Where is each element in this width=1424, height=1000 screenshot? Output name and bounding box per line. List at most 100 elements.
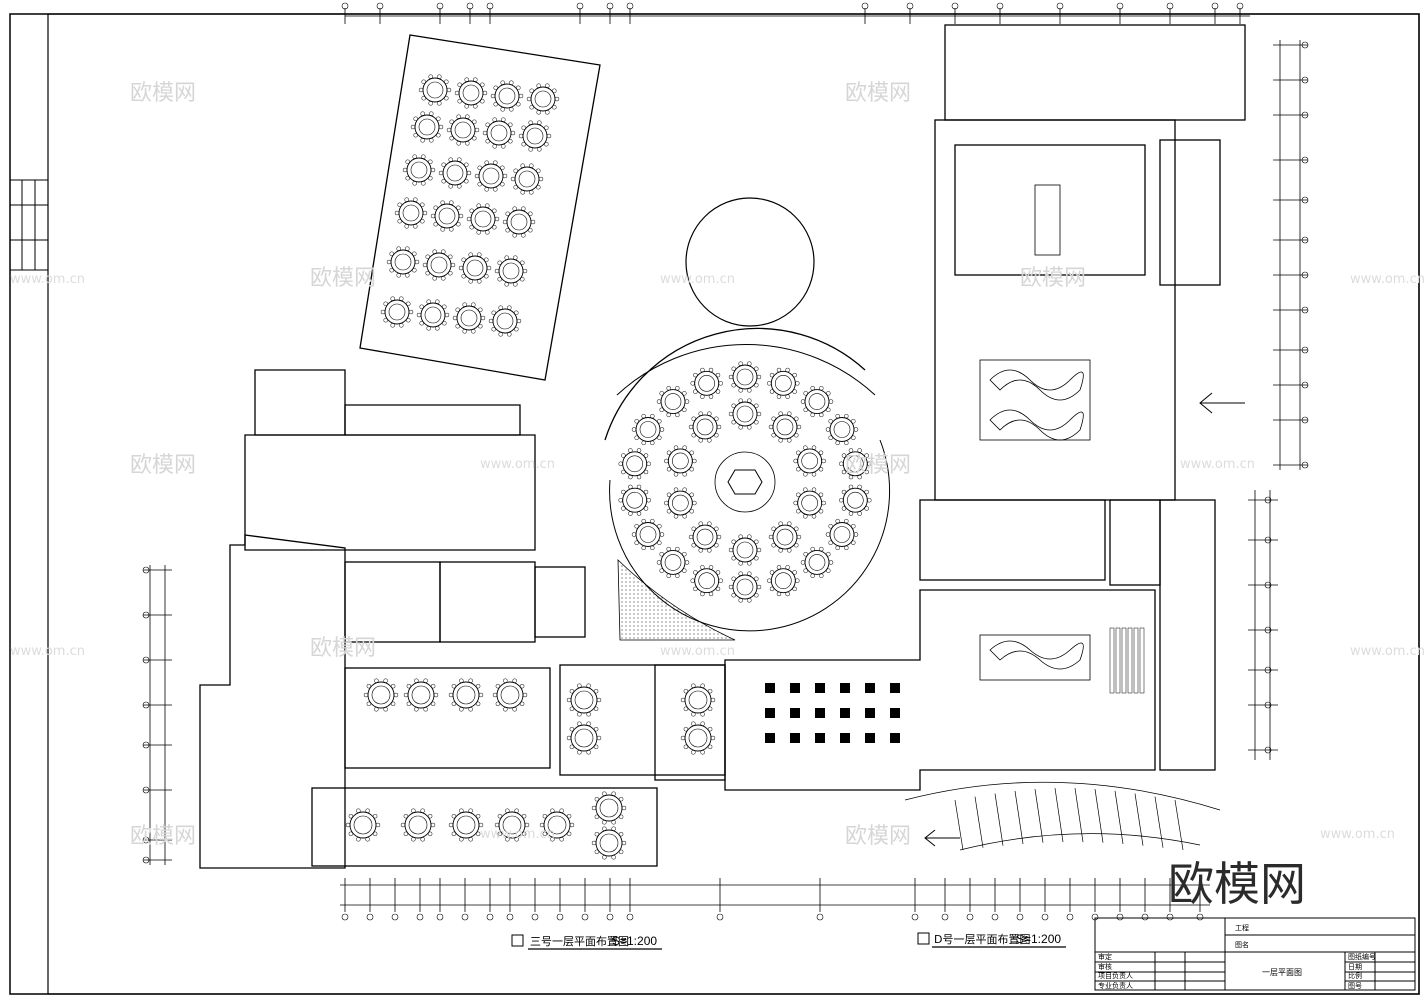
entrance-steps	[904, 781, 1221, 851]
entrance-arrow	[924, 392, 1245, 847]
round-table	[402, 154, 436, 186]
round-table	[680, 721, 716, 755]
sheet-border	[9, 13, 1420, 995]
round-table	[680, 683, 716, 717]
lobby-table	[865, 683, 875, 693]
lobby-pools	[979, 184, 1091, 681]
round-table	[618, 484, 651, 516]
round-table	[490, 80, 524, 112]
svg-text:图名: 图名	[1235, 940, 1249, 949]
round-table	[452, 302, 486, 334]
svg-text:欧模网: 欧模网	[845, 824, 911, 849]
svg-text:一层平面图: 一层平面图	[1262, 968, 1302, 977]
round-table	[510, 163, 544, 195]
round-table	[482, 117, 516, 149]
round-table	[526, 83, 560, 115]
round-table	[591, 791, 627, 825]
round-table	[566, 721, 602, 755]
title-block	[1094, 917, 1416, 991]
round-table	[386, 246, 420, 278]
svg-text:欧模网: 欧模网	[310, 266, 376, 291]
round-table	[656, 386, 690, 418]
round-table	[728, 571, 762, 603]
round-table	[631, 518, 665, 551]
lobby-table	[865, 733, 875, 743]
svg-text:欧模网: 欧模网	[310, 636, 376, 661]
svg-text:工程: 工程	[1235, 923, 1249, 932]
lobby-table	[790, 708, 800, 718]
svg-text:www.om.cn: www.om.cn	[660, 272, 735, 287]
svg-text:三号一层平面布置图: 三号一层平面布置图	[530, 935, 629, 948]
svg-text:专业负责人: 专业负责人	[1098, 981, 1133, 990]
lobby-table	[890, 733, 900, 743]
round-table	[825, 413, 859, 446]
watermarks: 欧模网 欧模网 欧模网 欧模网 欧模网 欧模网 欧模网 欧模网 欧模网 www.…	[10, 81, 1424, 849]
svg-text:www.om.cn: www.om.cn	[1320, 827, 1395, 842]
top-dimension-line	[341, 2, 1250, 24]
round-table	[410, 111, 444, 143]
lobby-table	[890, 683, 900, 693]
lobby-table	[765, 708, 775, 718]
svg-text:审定: 审定	[1098, 952, 1112, 961]
bottom-dimension-lines	[340, 878, 1210, 921]
round-table	[825, 518, 859, 551]
svg-text:欧模网: 欧模网	[130, 824, 196, 849]
round-table	[488, 305, 522, 337]
svg-text:www.om.cn: www.om.cn	[10, 644, 85, 659]
round-table	[767, 367, 800, 399]
lobby-table	[840, 683, 850, 693]
lobby-table	[790, 683, 800, 693]
round-table	[380, 296, 414, 328]
round-table	[688, 521, 722, 553]
round-table	[416, 299, 450, 331]
round-table	[448, 808, 484, 842]
round-table	[800, 546, 834, 578]
svg-text:www.om.cn: www.om.cn	[1350, 644, 1424, 659]
round-table	[839, 448, 872, 480]
round-table	[363, 678, 399, 712]
round-table	[768, 521, 802, 553]
round-table	[839, 484, 872, 516]
lobby-table	[840, 708, 850, 718]
round-table	[728, 361, 762, 393]
round-table	[345, 808, 381, 842]
round-table	[566, 683, 602, 717]
drawing-title-left: 三号一层平面布置图 S=1:200	[511, 934, 662, 950]
round-table	[502, 206, 536, 238]
round-table	[688, 411, 722, 443]
round-table	[539, 808, 575, 842]
round-table	[458, 252, 492, 284]
drawing-title-right: D号一层平面布置图 S=1:200	[917, 932, 1066, 948]
round-table	[494, 808, 530, 842]
dining-tables	[345, 74, 872, 860]
round-table	[591, 826, 627, 860]
svg-text:审核: 审核	[1098, 962, 1112, 971]
svg-text:欧模网: 欧模网	[845, 81, 911, 106]
round-table	[400, 808, 436, 842]
lobby-table	[890, 708, 900, 718]
svg-text:www.om.cn: www.om.cn	[480, 827, 555, 842]
svg-text:项目负责人: 项目负责人	[1098, 971, 1133, 980]
lobby-table	[815, 708, 825, 718]
side-dimension-lines	[142, 40, 1309, 865]
lobby-table	[815, 733, 825, 743]
round-table	[728, 534, 762, 566]
round-table	[793, 445, 826, 477]
svg-text:图号: 图号	[1348, 982, 1362, 990]
round-table	[394, 197, 428, 229]
title-block-text: 工程 图名 一层平面图 审定 审核 项目负责人 专业负责人 图纸编号 日期 比例…	[1098, 923, 1376, 990]
lobby-seating	[765, 627, 1145, 743]
round-table	[454, 77, 488, 109]
round-table	[448, 678, 484, 712]
lobby-table	[765, 733, 775, 743]
svg-text:www.om.cn: www.om.cn	[1180, 457, 1255, 472]
round-table	[800, 386, 834, 418]
svg-text:www.om.cn: www.om.cn	[1350, 272, 1424, 287]
brand-logo: 欧模网	[1168, 857, 1306, 911]
svg-text:www.om.cn: www.om.cn	[660, 644, 735, 659]
round-table	[664, 487, 697, 519]
svg-text:欧模网: 欧模网	[1020, 266, 1086, 291]
round-table	[631, 413, 665, 446]
round-table	[768, 411, 802, 443]
